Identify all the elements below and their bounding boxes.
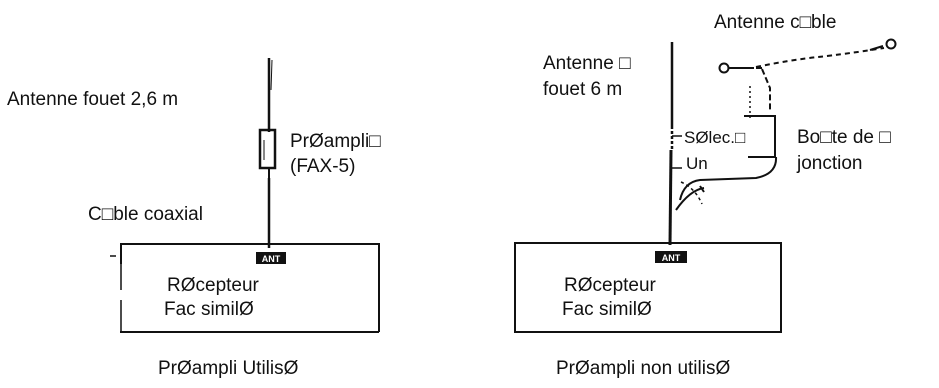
selector-switch xyxy=(672,135,705,211)
right-ant-port-label: ANT xyxy=(662,253,681,263)
left-receiver-line-2: Fac similØ xyxy=(164,299,254,320)
selector-label-1: SØlec.□ xyxy=(684,128,746,147)
left-preamp-label-1: PrØampli□ xyxy=(290,131,381,152)
right-ant-port xyxy=(655,251,687,263)
junction-box xyxy=(679,86,778,201)
left-cable-label: C□ble coaxial xyxy=(88,204,203,225)
cable-antenna xyxy=(718,38,897,112)
whip-antenna-label-1: Antenne □ xyxy=(543,53,631,74)
junction-box-label-1: Bo□te de □ xyxy=(797,127,891,148)
selector-label-2: Un xyxy=(686,154,708,173)
right-whip-antenna xyxy=(668,42,674,246)
left-caption: PrØampli UtilisØ xyxy=(158,358,299,379)
right-receiver-line-2: Fac similØ xyxy=(562,299,652,320)
right-receiver-line-1: RØcepteur xyxy=(564,275,656,296)
left-ant-port-label: ANT xyxy=(262,254,281,264)
cable-antenna-label: Antenne c□ble xyxy=(714,12,837,33)
left-ant-port xyxy=(256,252,286,264)
whip-antenna-label-2: fouet 6 m xyxy=(543,79,623,100)
left-antenna-label: Antenne fouet 2,6 m xyxy=(7,89,179,110)
left-receiver-box xyxy=(110,243,380,333)
right-receiver-box xyxy=(514,242,782,333)
left-preamplifier xyxy=(258,128,277,178)
junction-box-label-2: jonction xyxy=(797,153,863,174)
left-receiver-line-1: RØcepteur xyxy=(167,275,259,296)
left-preamp-label-2: (FAX-5) xyxy=(290,156,356,177)
left-whip-antenna xyxy=(267,58,273,132)
right-caption: PrØampli non utilisØ xyxy=(556,358,731,379)
